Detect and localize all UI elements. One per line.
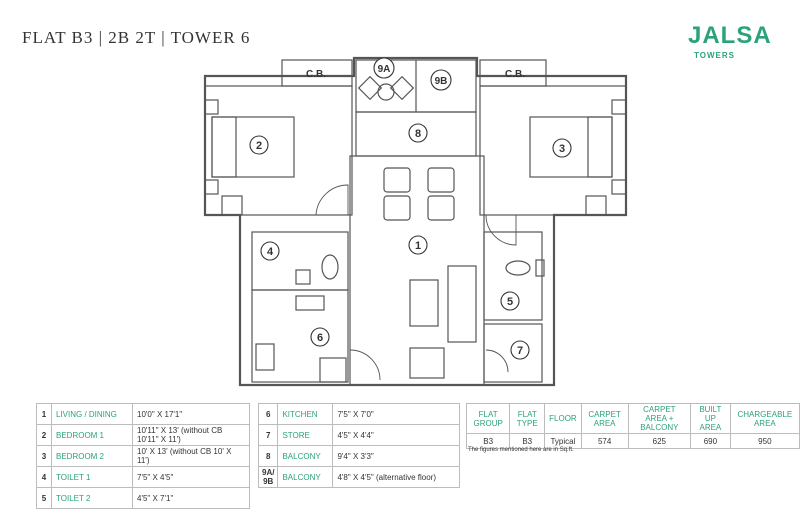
area-header: FLOOR	[544, 403, 582, 434]
svg-text:5: 5	[507, 296, 513, 308]
room-name: BEDROOM 1	[51, 424, 133, 446]
store-walls	[483, 323, 543, 383]
dining-chair	[383, 167, 411, 193]
floor-plan: C.B. C.B. 1 2 3 4 5 6 7 8 9A 9B	[203, 56, 628, 387]
area-header: FLAT GROUP	[465, 403, 511, 434]
room-number: 6	[257, 403, 279, 425]
cb-left-label: C.B.	[306, 69, 326, 80]
svg-text:3: 3	[559, 143, 565, 155]
room-name: BEDROOM 2	[51, 445, 133, 467]
marker-2: 2	[249, 135, 269, 155]
room-number: 3	[36, 445, 52, 467]
svg-text:8: 8	[415, 128, 421, 140]
marker-3: 3	[552, 138, 572, 158]
svg-text:2: 2	[256, 140, 262, 152]
kitchen-stove	[295, 295, 325, 311]
kitchen-sink	[255, 343, 275, 371]
room-name: LIVING / DINING	[51, 403, 133, 425]
svg-text:9B: 9B	[435, 76, 448, 87]
room-number: 5	[36, 487, 52, 509]
marker-1: 1	[408, 235, 428, 255]
area-cell: 574	[580, 433, 629, 449]
coffee-table	[409, 279, 439, 327]
cb-left	[281, 59, 353, 87]
room-number: 8	[257, 445, 279, 467]
room-size: 10' X 13' (without CB 10' X 11')	[132, 445, 250, 467]
area-note: The figures mentioned here are in Sq.ft.	[468, 447, 574, 453]
toilet-1-walls	[251, 231, 349, 291]
area-cell: 625	[627, 433, 692, 449]
room-size: 7'5" X 7'0"	[332, 403, 460, 425]
room-size: 4'5" X 4'4"	[332, 424, 460, 446]
room-size: 10'11" X 13' (without CB 10'11" X 11')	[132, 424, 250, 446]
dining-chair	[427, 167, 455, 193]
room-name: KITCHEN	[277, 403, 334, 425]
marker-9b: 9B	[430, 69, 452, 91]
svg-text:9A: 9A	[378, 64, 391, 75]
room-size: 10'0" X 17'1"	[132, 403, 250, 425]
area-cell: B3	[509, 433, 546, 449]
living-walls	[349, 155, 485, 386]
area-cell: B3	[465, 433, 511, 449]
room-number: 1	[36, 403, 52, 425]
room-name: TOILET 1	[51, 466, 133, 488]
marker-5: 5	[500, 291, 520, 311]
svg-text:7: 7	[517, 345, 523, 357]
room-name: TOILET 2	[51, 487, 133, 509]
area-cell: 690	[690, 433, 731, 449]
svg-text:1: 1	[415, 240, 421, 252]
svg-text:4: 4	[267, 246, 274, 258]
room-number: 4	[36, 466, 52, 488]
dining-chair	[383, 195, 411, 221]
marker-8: 8	[408, 123, 428, 143]
dining-chair	[427, 195, 455, 221]
room-name: BALCONY	[277, 445, 334, 467]
bedroom-2-walls	[479, 85, 627, 216]
marker-9a: 9A	[373, 57, 395, 79]
room-size: 4'5" X 7'1"	[132, 487, 250, 509]
area-header: BUILT UP AREA	[690, 403, 731, 434]
room-number: 7	[257, 424, 279, 446]
room-number: 2	[36, 424, 52, 446]
room-size: 7'5" X 4'5"	[132, 466, 250, 488]
marker-4: 4	[260, 241, 280, 261]
area-cell: 950	[729, 433, 800, 449]
cb-right-label: C.B.	[505, 69, 525, 80]
brand-logo: JALSA TOWERS	[688, 22, 776, 68]
room-name: BALCONY	[277, 466, 334, 488]
room-name: STORE	[277, 424, 334, 446]
page-title: FLAT B3 | 2B 2T | TOWER 6	[22, 28, 251, 47]
bedroom-1-walls	[204, 85, 353, 216]
kitchen-walls	[251, 289, 349, 383]
area-header: CARPET AREA	[580, 403, 629, 434]
area-header: CARPET AREA + BALCONY	[627, 403, 692, 434]
room-number: 9A/ 9B	[257, 466, 279, 488]
room-size: 4'8" X 4'5" (alternative floor)	[332, 466, 460, 488]
cb-right	[479, 59, 547, 87]
marker-6: 6	[310, 327, 330, 347]
sofa	[447, 265, 477, 343]
svg-text:6: 6	[317, 332, 323, 344]
room-size: 9'4" X 3'3"	[332, 445, 460, 467]
area-header: FLAT TYPE	[509, 403, 546, 434]
area-header: CHARGEABLE AREA	[729, 403, 800, 434]
armchair	[409, 347, 445, 379]
logo-name: JALSA	[688, 22, 772, 49]
marker-7: 7	[510, 340, 530, 360]
logo-sub: TOWERS	[694, 51, 735, 60]
